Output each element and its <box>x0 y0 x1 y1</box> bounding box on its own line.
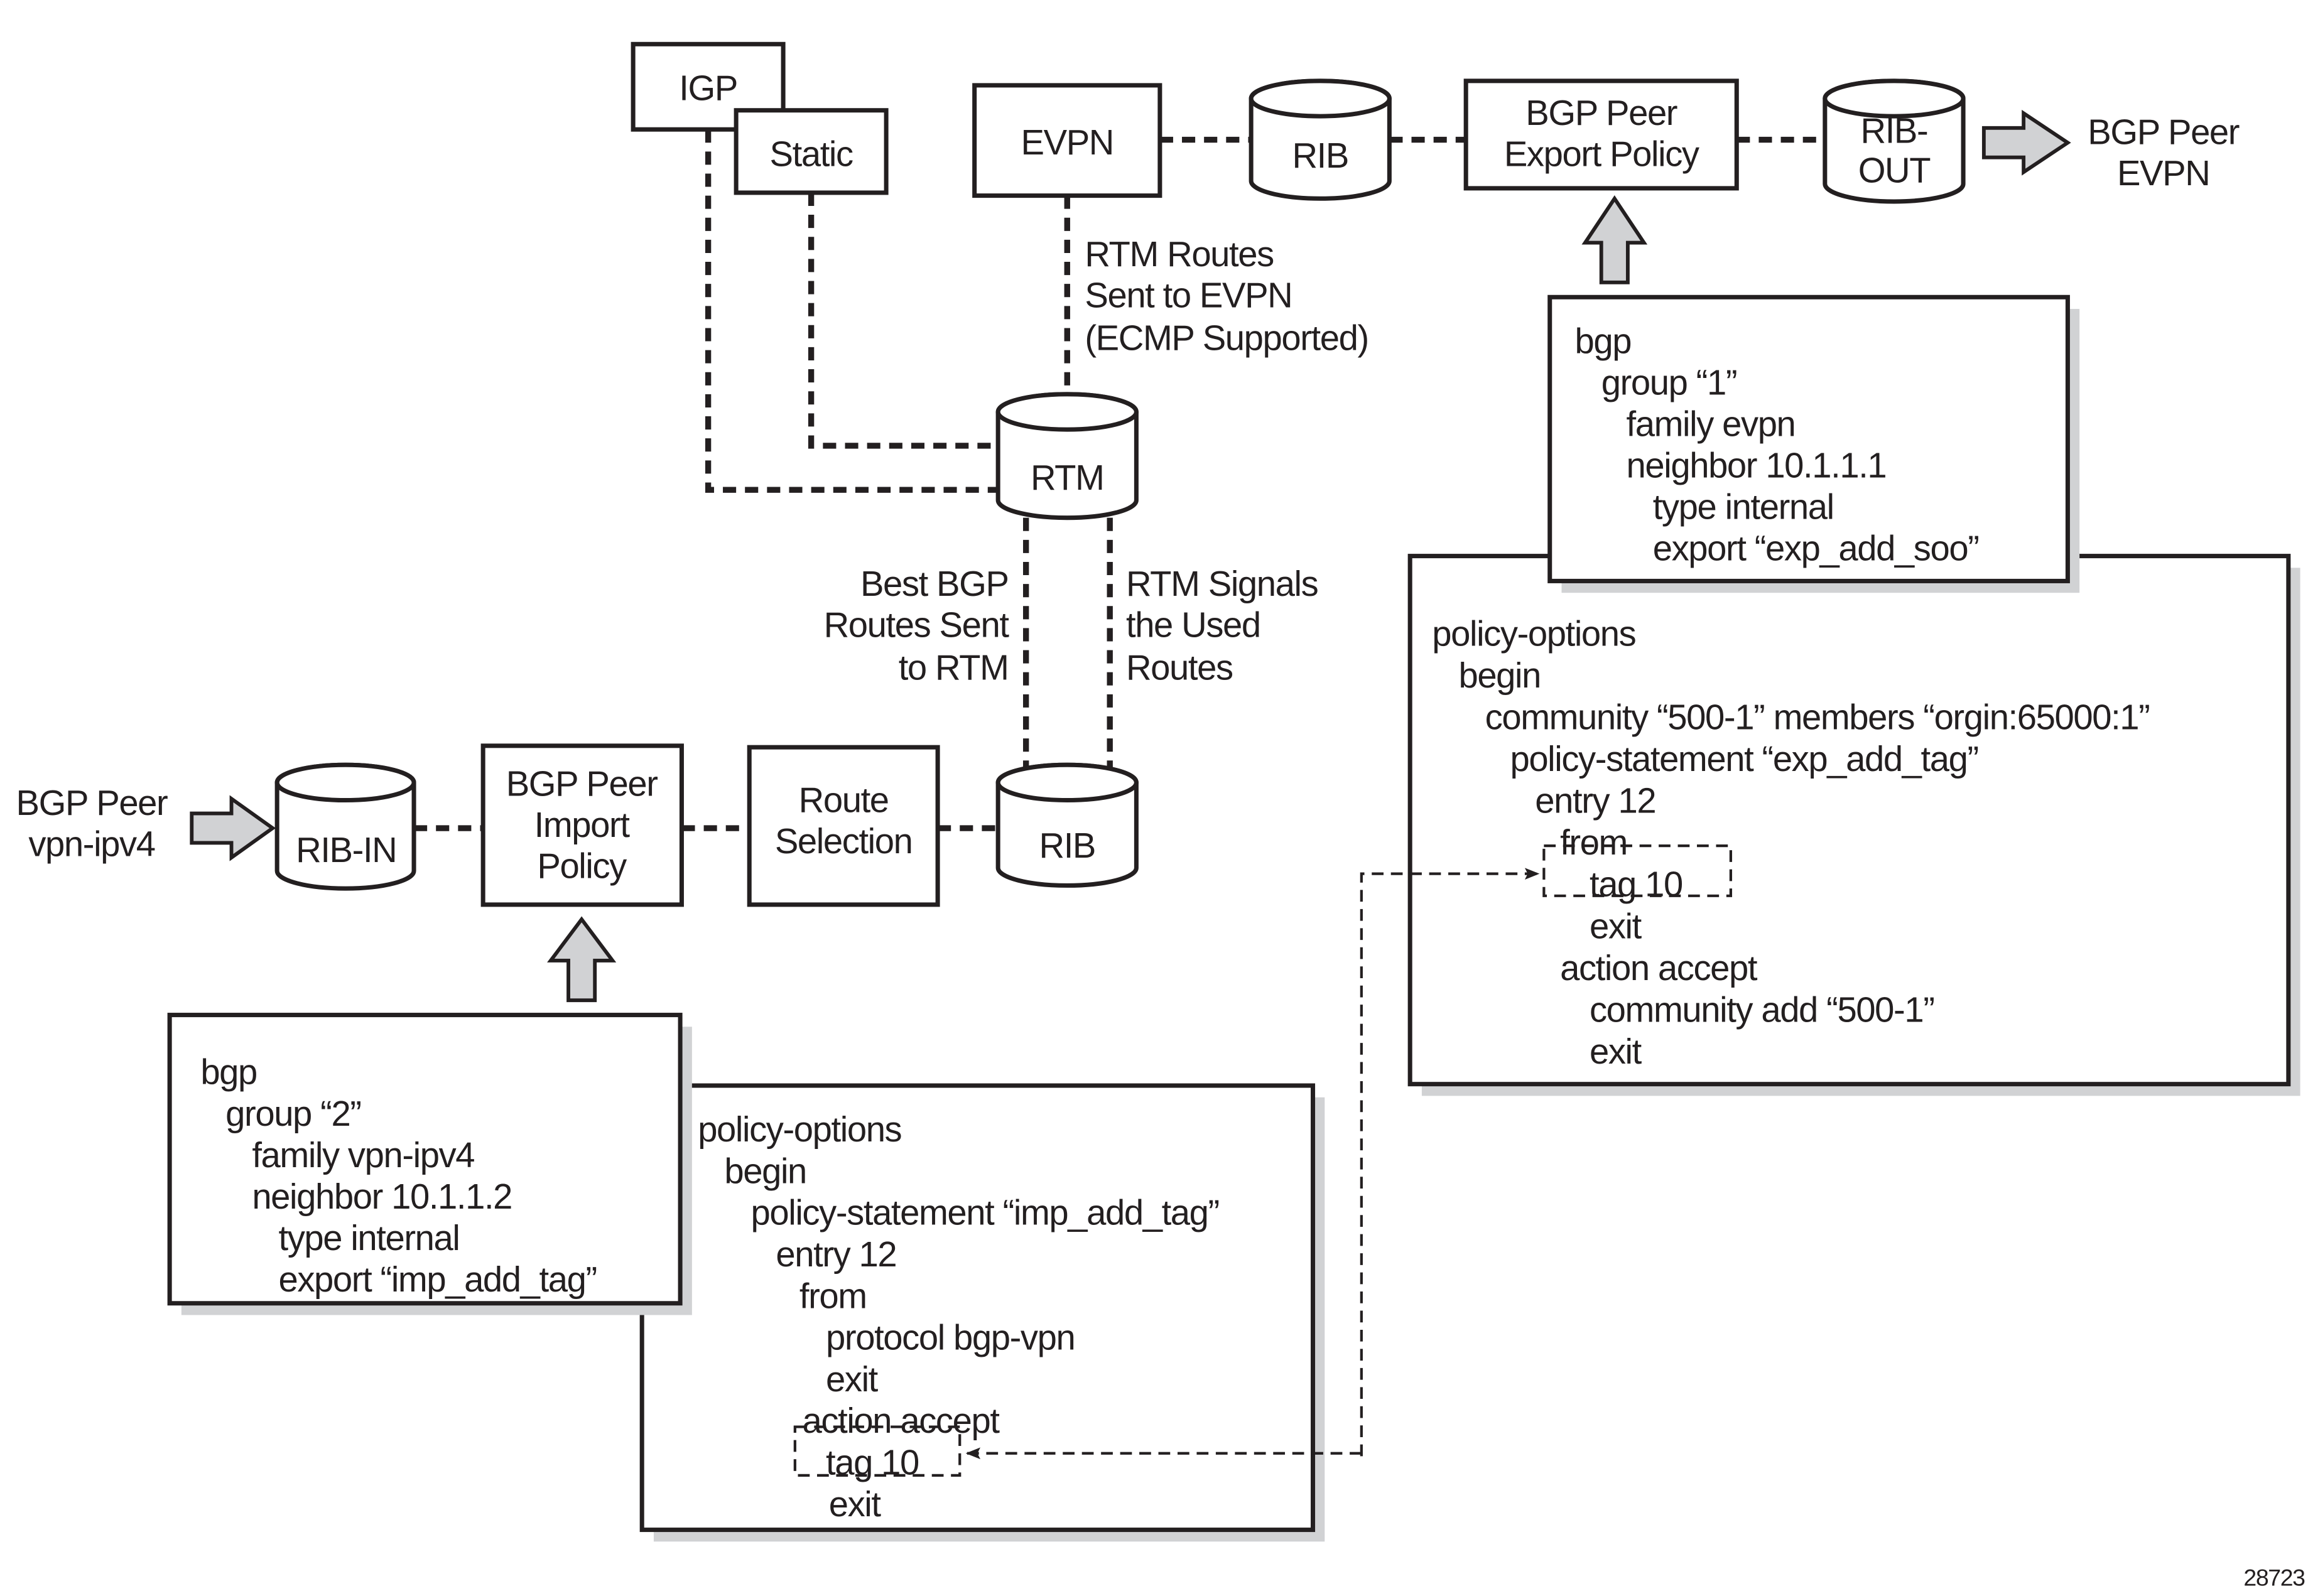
rtm-label: RTM <box>1031 458 1104 497</box>
export-bgp-config-line: group “1” <box>1601 362 1736 402</box>
static-to-rtm-line <box>808 192 999 449</box>
export-policy-label-2: Export Policy <box>1504 134 1699 174</box>
connectors <box>414 129 1825 831</box>
import-policy-config-line: action accept <box>803 1401 1000 1440</box>
peer-vpn-label-1: BGP Peer <box>16 783 168 822</box>
rtm-to-evpn-label-2: Sent to EVPN <box>1085 276 1292 315</box>
cylinder-top <box>995 392 1139 432</box>
rib-in-cylinder <box>274 762 416 891</box>
import-bgp-config-line: neighbor 10.1.1.2 <box>252 1177 512 1216</box>
cylinder-top <box>1823 78 1966 119</box>
import-policy-config-line: protocol bgp-vpn <box>826 1318 1075 1357</box>
igp-to-rtm-line <box>705 129 999 493</box>
export-policy-config-line: begin <box>1458 655 1541 695</box>
figure-id: 28723 <box>2243 1565 2305 1591</box>
cylinder-top <box>1249 78 1392 119</box>
peer-vpn-label-2: vpn-ipv4 <box>28 824 154 864</box>
evpn-label: EVPN <box>1021 122 1113 162</box>
tag-link-arrow-to-export <box>1360 868 1540 1457</box>
cylinder-top <box>274 762 416 803</box>
export-policy-config-line: policy-statement “exp_add_tag” <box>1510 739 1978 779</box>
rtm-signals-label-3: Routes <box>1126 647 1233 687</box>
export-policy-config-line: community “500-1” members “orgin:65000:1… <box>1485 698 2150 737</box>
export-policy-config-line: tag 10 <box>1590 865 1682 904</box>
import-policy-config-line: from <box>799 1276 867 1315</box>
export-policy-config-line: exit <box>1590 906 1642 946</box>
cylinder-top <box>995 762 1139 803</box>
import-bgp-config-line: group “2” <box>225 1094 360 1133</box>
export-policy-config-line: policy-options <box>1432 614 1635 654</box>
import-policy-config-line: tag 10 <box>826 1442 919 1482</box>
import-policy-config-line: exit <box>829 1484 882 1524</box>
export-policy-label-1: BGP Peer <box>1525 93 1677 132</box>
route-selection-label-2: Selection <box>775 821 913 861</box>
rib-bottom-cylinder <box>995 762 1139 888</box>
rib-top-label: RIB <box>1292 136 1348 175</box>
route-selection-label-1: Route <box>799 780 889 819</box>
evpn-box <box>972 83 1162 198</box>
rib-top-cylinder <box>1249 78 1392 201</box>
import-bgp-config-line: family vpn-ipv4 <box>252 1135 474 1175</box>
rtm-to-evpn-label-3: (ECMP Supported) <box>1085 318 1368 358</box>
rtm-cylinder <box>995 392 1139 520</box>
export-bgp-config-line: export “exp_add_soo” <box>1653 529 1979 568</box>
import-policy-config-line: entry 12 <box>776 1234 896 1274</box>
export-bgp-config-line: neighbor 10.1.1.1 <box>1627 445 1887 485</box>
rib-in-label: RIB-IN <box>296 830 396 870</box>
export-bgp-config-line: family evpn <box>1627 404 1796 443</box>
export-policy-box <box>1463 78 1739 191</box>
import-tag-highlight <box>793 1425 962 1477</box>
static-label: Static <box>770 134 853 174</box>
up-arrow-icon <box>547 916 617 1003</box>
best-bgp-label-2: Routes Sent <box>824 605 1010 644</box>
import-bgp-config-box <box>167 1013 683 1306</box>
right-arrow-icon <box>190 795 276 861</box>
import-policy-label-1: BGP Peer <box>506 763 658 803</box>
route-selection-box <box>747 745 940 907</box>
export-policy-config-box <box>1407 554 2291 1087</box>
best-bgp-label-3: to RTM <box>899 647 1009 687</box>
import-policy-config-line: exit <box>826 1359 879 1399</box>
export-bgp-config-line: type internal <box>1653 487 1834 527</box>
static-box <box>734 108 889 195</box>
import-bgp-config-line: type internal <box>279 1218 460 1258</box>
rib-out-label-1: RIB- <box>1861 111 1928 150</box>
export-policy-config-line: action accept <box>1560 948 1758 988</box>
export-policy-config-line: exit <box>1590 1032 1642 1071</box>
import-policy-config-line: policy-options <box>698 1109 901 1149</box>
rib-out-cylinder <box>1823 78 1966 204</box>
rtm-signals-label-2: the Used <box>1126 605 1260 644</box>
rib-bottom-label: RIB <box>1039 826 1096 865</box>
import-policy-config-line: policy-statement “imp_add_tag” <box>751 1193 1219 1232</box>
export-tag-highlight <box>1542 844 1733 897</box>
export-bgp-config-box <box>1547 294 2070 583</box>
best-bgp-label-1: Best BGP <box>860 564 1009 603</box>
rtm-to-evpn-label-1: RTM Routes <box>1085 234 1274 274</box>
import-policy-box <box>480 743 684 907</box>
peer-evpn-label-2: EVPN <box>2117 153 2209 193</box>
import-policy-config-line: begin <box>724 1151 806 1190</box>
import-policy-label-3: Policy <box>537 846 627 886</box>
import-bgp-config-line: export “imp_add_tag” <box>279 1259 597 1299</box>
export-policy-config-line: from <box>1560 822 1627 862</box>
rtm-signals-label-1: RTM Signals <box>1126 564 1318 603</box>
up-arrow-icon <box>1581 195 1648 284</box>
peer-evpn-label-1: BGP Peer <box>2088 112 2240 152</box>
right-arrow-icon <box>1981 109 2071 176</box>
igp-label: IGP <box>679 68 737 107</box>
export-policy-config-line: community add “500-1” <box>1590 989 1934 1029</box>
import-bgp-config-line: bgp <box>200 1052 257 1092</box>
rib-out-label-2: OUT <box>1858 151 1931 190</box>
export-bgp-config-line: bgp <box>1575 321 1632 360</box>
export-policy-config-line: entry 12 <box>1535 781 1655 821</box>
import-policy-label-2: Import <box>534 805 631 844</box>
